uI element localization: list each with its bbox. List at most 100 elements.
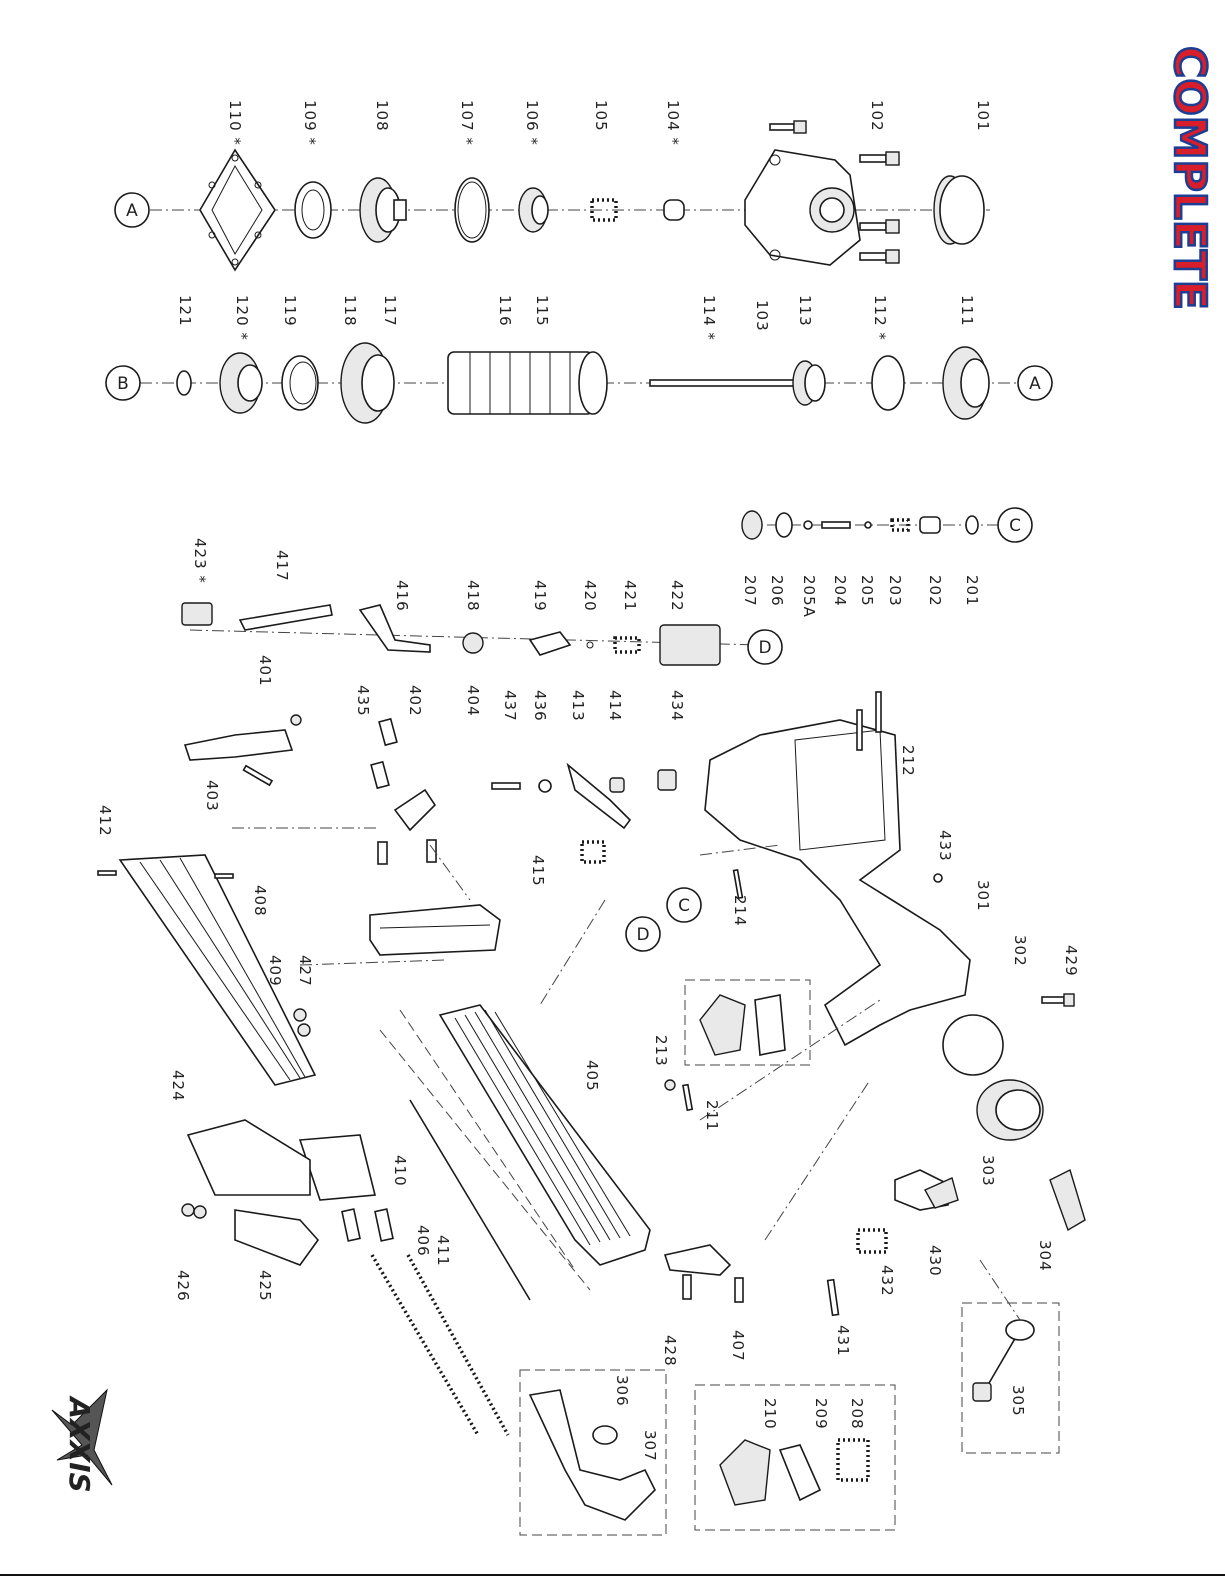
part-103-cylinder-cap xyxy=(744,149,861,266)
part-110-gasket xyxy=(199,148,276,272)
part-119-ring xyxy=(281,355,319,411)
part-label-403: 403 xyxy=(203,780,221,812)
section-marker-a-top xyxy=(114,192,150,228)
part-label-422: 422 xyxy=(668,580,686,612)
part-208-spring xyxy=(836,1438,870,1482)
part-424-bracket xyxy=(186,1119,311,1196)
part-label-306: 306 xyxy=(613,1375,631,1407)
part-307-arm xyxy=(528,1389,656,1521)
part-label-105: 105 xyxy=(592,100,610,132)
part-426-screws xyxy=(181,1203,207,1219)
part-label-401: 401 xyxy=(256,655,274,687)
part-label-435: 435 xyxy=(354,685,372,717)
part-304-air-fitting xyxy=(1049,1169,1086,1232)
part-407-screws xyxy=(682,1274,744,1303)
part-212-pin xyxy=(875,691,882,733)
section-c-right-label: C xyxy=(1009,516,1021,536)
part-409-pusher xyxy=(298,1134,377,1201)
part-408-rail xyxy=(118,854,317,1086)
box-306-307 xyxy=(519,1369,667,1536)
part-431-pin xyxy=(826,1278,840,1317)
part-label-206: 206 xyxy=(768,575,786,607)
part-label-409: 409 xyxy=(266,955,284,987)
section-a-bottom-label: A xyxy=(1029,374,1041,394)
part-label-201: 201 xyxy=(963,575,981,607)
section-marker-b xyxy=(105,365,141,401)
part-label-107: 107 * xyxy=(458,100,476,146)
part-433-clip xyxy=(933,873,943,883)
part-label-211: 211 xyxy=(703,1100,721,1132)
section-marker-c-right xyxy=(997,507,1033,543)
part-label-213: 213 xyxy=(652,1035,670,1067)
section-a-top-label: A xyxy=(126,201,138,221)
section-marker-d-mid xyxy=(625,916,661,952)
part-102-bolts xyxy=(769,120,900,264)
part-label-109: 109 * xyxy=(301,100,319,146)
part-101-exhaust-cap xyxy=(933,175,985,245)
part-label-407: 407 xyxy=(729,1330,747,1362)
part-label-425: 425 xyxy=(256,1270,274,1302)
part-label-305: 305 xyxy=(1009,1385,1027,1417)
part-label-214: 214 xyxy=(731,895,749,927)
box-208-210 xyxy=(694,1384,896,1531)
part-label-411: 411 xyxy=(434,1235,452,1267)
part-429-screw xyxy=(1041,993,1075,1007)
part-label-427: 427 xyxy=(296,955,314,987)
part-label-404: 404 xyxy=(464,685,482,717)
part-label-120: 120 * xyxy=(233,295,251,341)
part-411-spring-b xyxy=(406,1254,510,1436)
part-label-205: 205 xyxy=(858,575,876,607)
part-label-430: 430 xyxy=(926,1245,944,1277)
part-306-washer xyxy=(592,1425,618,1445)
trigger-valve-parts xyxy=(741,510,979,540)
part-label-208: 208 xyxy=(848,1398,866,1430)
part-label-434: 434 xyxy=(668,690,686,722)
part-214-pin xyxy=(732,868,744,900)
part-430-trigger xyxy=(894,1169,959,1211)
part-label-204: 204 xyxy=(831,575,849,607)
part-label-423: 423 * xyxy=(191,538,209,584)
part-label-412: 412 xyxy=(96,805,114,837)
part-109-washer xyxy=(294,181,332,239)
part-415-spring xyxy=(580,840,606,864)
part-410-sleeve-a xyxy=(341,1208,361,1242)
part-label-103: 103 xyxy=(753,300,771,332)
part-label-117: 117 xyxy=(381,295,399,327)
part-414-stop xyxy=(609,777,625,793)
axxis-logo-text: AXXIS xyxy=(63,1395,96,1492)
part-label-428: 428 xyxy=(661,1335,679,1367)
part-434-block xyxy=(657,769,677,791)
part-label-106: 106 * xyxy=(523,100,541,146)
part-label-118: 118 xyxy=(341,295,359,327)
part-label-419: 419 xyxy=(531,580,549,612)
part-label-421: 421 xyxy=(621,580,639,612)
section-marker-d-right xyxy=(747,629,783,665)
part-435-screws xyxy=(370,717,398,790)
part-427-nuts xyxy=(293,1008,311,1037)
part-label-432: 432 xyxy=(878,1265,896,1297)
section-d-mid-label: D xyxy=(636,925,649,945)
box-305-wrench xyxy=(961,1302,1060,1454)
part-label-101: 101 xyxy=(974,100,992,132)
part-label-115: 115 xyxy=(533,295,551,327)
part-428-bracket xyxy=(663,1244,732,1276)
part-label-418: 418 xyxy=(464,580,482,612)
part-label-408: 408 xyxy=(251,885,269,917)
part-label-410: 410 xyxy=(391,1155,409,1187)
part-label-210: 210 xyxy=(761,1398,779,1430)
part-403-pin xyxy=(242,764,274,787)
part-label-303: 303 xyxy=(979,1155,997,1187)
part-label-119: 119 xyxy=(281,295,299,327)
part-425-foot xyxy=(234,1209,320,1266)
part-405-magazine xyxy=(438,1004,651,1266)
part-404-nose xyxy=(369,904,501,956)
part-label-203: 203 xyxy=(886,575,904,607)
section-marker-c-mid xyxy=(666,887,702,923)
part-label-437: 437 xyxy=(501,690,519,722)
part-label-112: 112 * xyxy=(871,295,889,341)
part-label-406: 406 xyxy=(414,1225,432,1257)
part-label-102: 102 xyxy=(868,100,886,132)
part-115-116-cylinder xyxy=(447,351,608,415)
